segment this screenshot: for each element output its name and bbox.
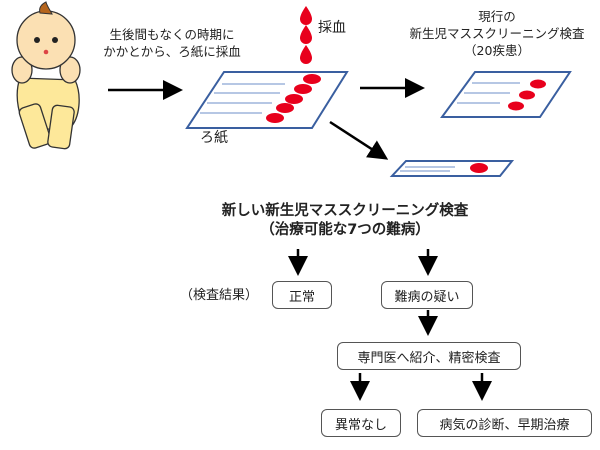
current-test-paper bbox=[440, 71, 572, 118]
new-test-strip bbox=[389, 160, 515, 177]
baby-illustration bbox=[11, 1, 81, 150]
blood-label: 採血 bbox=[318, 20, 346, 36]
filter-paper bbox=[185, 71, 349, 129]
diagnosis-box: 病気の診断、早期治療 bbox=[417, 409, 592, 437]
current-line-3: （20疾患） bbox=[464, 43, 530, 58]
referral-box: 専門医へ紹介、精密検査 bbox=[337, 342, 521, 370]
new-test-title: 新しい新生児マススクリーニング検査 bbox=[221, 203, 469, 219]
normal-box: 正常 bbox=[272, 281, 332, 309]
suspected-box: 難病の疑い bbox=[381, 281, 473, 309]
blood-drop-icons bbox=[300, 6, 312, 64]
filter-paper-label: ろ紙 bbox=[200, 130, 228, 146]
current-test-caption: 現行の 新生児マススクリーニング検査 （20疾患） bbox=[392, 8, 600, 59]
current-line-1: 現行の bbox=[478, 9, 516, 24]
no-abnormality-box: 異常なし bbox=[321, 409, 401, 437]
timing-caption: 生後間もなくの時期に かかとから、ろ紙に採血 bbox=[92, 26, 252, 60]
result-label: （検査結果） bbox=[180, 288, 259, 303]
timing-line-2: かかとから、ろ紙に採血 bbox=[103, 44, 241, 59]
current-line-2: 新生児マススクリーニング検査 bbox=[409, 26, 585, 41]
new-test-subtitle: （治療可能な7つの難病） bbox=[260, 222, 430, 238]
timing-line-1: 生後間もなくの時期に bbox=[109, 27, 235, 42]
arrow-to-new-test bbox=[329, 120, 389, 160]
new-test-heading: 新しい新生児マススクリーニング検査 （治療可能な7つの難病） bbox=[175, 202, 515, 240]
